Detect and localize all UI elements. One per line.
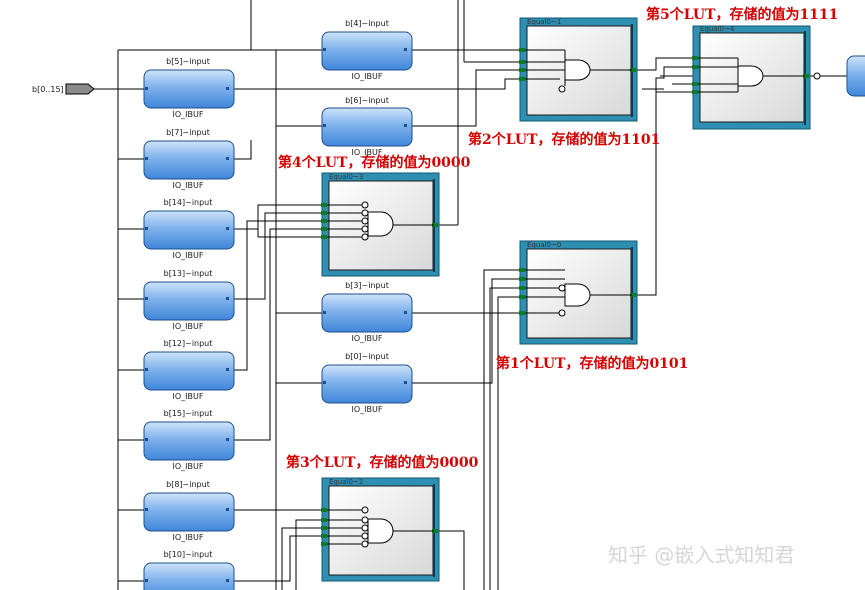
ibuf-type: IO_IBUF — [352, 334, 383, 343]
lut-name: Equal0~1 — [527, 18, 561, 26]
lut-equal0-2[interactable]: Equal0~2 — [321, 477, 440, 582]
ibuf-type: IO_IBUF — [173, 110, 204, 119]
input-port-label: b[0..15] — [32, 85, 64, 94]
ibuf-title: b[5]~input — [166, 57, 210, 66]
lut-equal0-0[interactable]: Equal0~0 — [519, 240, 638, 345]
ibuf-b14[interactable]: b[14]~input IO_IBUF — [143, 198, 235, 260]
lut-name: Equal0~3 — [329, 173, 363, 181]
ibuf-title: b[15]~input — [164, 409, 213, 418]
ibuf-type: IO_IBUF — [173, 322, 204, 331]
ibuf-b12[interactable]: b[12]~input IO_IBUF — [143, 339, 235, 401]
ibuf-title: b[6]~input — [345, 96, 389, 105]
ibuf-b10[interactable]: b[10]~input — [143, 550, 235, 590]
ibuf-title: b[0]~input — [345, 352, 389, 361]
ibuf-b7[interactable]: b[7]~input IO_IBUF — [143, 128, 235, 190]
ibuf-b8[interactable]: b[8]~input IO_IBUF — [143, 480, 235, 542]
ibuf-b13[interactable]: b[13]~input IO_IBUF — [143, 269, 235, 331]
input-port-arrow-icon — [65, 83, 95, 95]
ibuf-title: b[14]~input — [164, 198, 213, 207]
annotation-lut3: 第3个LUT，存储的值为0000 — [286, 454, 479, 471]
lut-equal0-1[interactable]: Equal0~1 — [519, 17, 638, 122]
ibuf-b6[interactable]: b[6]~input IO_IBUF — [321, 96, 413, 157]
ibuf-b3[interactable]: b[3]~input IO_IBUF — [321, 281, 413, 343]
ibuf-title: b[12]~input — [164, 339, 213, 348]
ibuf-type: IO_IBUF — [173, 462, 204, 471]
ibuf-type: IO_IBUF — [173, 533, 204, 542]
ibuf-title: b[13]~input — [164, 269, 213, 278]
ibuf-type: IO_IBUF — [173, 392, 204, 401]
output-buffer-partial[interactable] — [846, 55, 865, 97]
lut-name: Equal0~4 — [700, 25, 735, 33]
ibuf-title: b[10]~input — [164, 550, 213, 559]
annotation-lut2: 第2个LUT，存储的值为1101 — [468, 131, 660, 148]
lut-equal0-4[interactable]: Equal0~4 — [692, 25, 811, 130]
ibuf-title: b[7]~input — [166, 128, 210, 137]
input-port-b[interactable]: b[0..15] — [32, 83, 95, 95]
ibuf-b0[interactable]: b[0]~input IO_IBUF — [321, 352, 413, 414]
lut-name: Equal0~2 — [329, 478, 363, 486]
ibuf-title: b[8]~input — [166, 480, 210, 489]
ibuf-b15[interactable]: b[15]~input IO_IBUF — [143, 409, 235, 471]
ibuf-type: IO_IBUF — [173, 181, 204, 190]
annotation-lut4: 第4个LUT，存储的值为0000 — [278, 154, 471, 171]
ibuf-type: IO_IBUF — [173, 251, 204, 260]
ibuf-b5[interactable]: b[5]~input IO_IBUF — [143, 57, 235, 119]
annotation-lut5: 第5个LUT，存储的值为1111 — [646, 6, 838, 23]
lut-name: Equal0~0 — [527, 241, 561, 249]
annotation-lut1: 第1个LUT，存储的值为0101 — [496, 355, 688, 372]
output-bubble-icon — [813, 72, 821, 80]
ibuf-b4[interactable]: b[4]~input IO_IBUF — [321, 19, 413, 81]
ibuf-type: IO_IBUF — [352, 72, 383, 81]
lut-equal0-3[interactable]: Equal0~3 — [321, 172, 440, 277]
ibuf-title: b[3]~input — [345, 281, 389, 290]
ibuf-type: IO_IBUF — [352, 148, 383, 157]
inverter-bubble-icon — [558, 85, 566, 93]
ibuf-title: b[4]~input — [345, 19, 389, 28]
ibuf-type: IO_IBUF — [352, 405, 383, 414]
watermark: 知乎 @嵌入式知知君 — [608, 543, 794, 567]
wire-network — [94, 0, 847, 590]
